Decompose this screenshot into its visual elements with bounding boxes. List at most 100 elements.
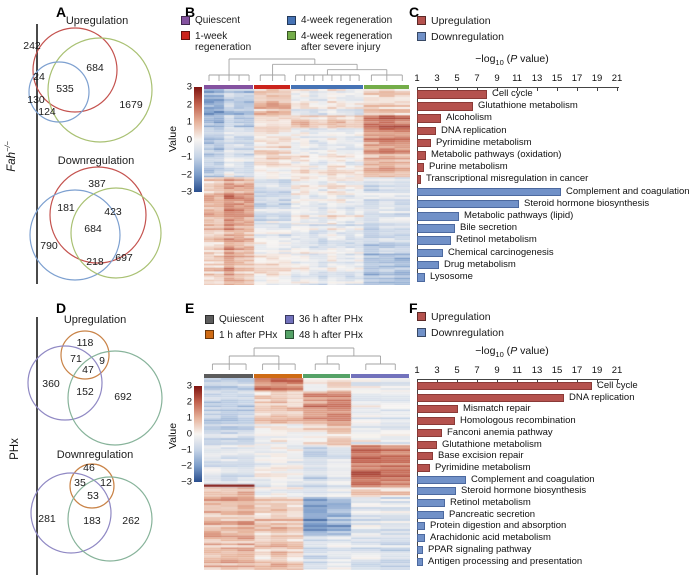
- legend-swatch: [417, 311, 426, 321]
- colorbar-tick: −2: [181, 460, 192, 472]
- venn-count: 218: [86, 256, 104, 268]
- pathway-bar-label: PPAR signaling pathway: [428, 543, 532, 555]
- pathway-bar: [417, 393, 564, 402]
- legend-label: Upregulation: [431, 311, 491, 323]
- pathway-bar-label: Cell cycle: [597, 380, 638, 391]
- axis-tick-mark: [416, 380, 418, 383]
- legend-item: 4-week regeneration: [287, 15, 397, 27]
- panel-label-d: D: [56, 300, 67, 316]
- pathway-bar-label: Glutathione metabolism: [442, 438, 542, 450]
- cluster-band-segment: [204, 373, 254, 378]
- axis-tick-label: 21: [611, 365, 623, 376]
- pathway-bar: [417, 534, 425, 543]
- axis-tick-label: 19: [591, 73, 603, 84]
- colorbar-tick: 0: [186, 428, 192, 440]
- pathway-bar: [417, 557, 423, 566]
- pathway-bar: [417, 163, 424, 172]
- venn-circle: [29, 189, 121, 281]
- legend-item: Quiescent: [181, 15, 283, 27]
- axis-title-part: −log: [475, 53, 496, 65]
- venn-count: 152: [76, 386, 94, 398]
- venn-count: 47: [82, 364, 94, 376]
- pathway-bar-label: Complement and coagulation: [566, 185, 690, 197]
- pathway-bar-label: Steroid hormone biosynthesis: [461, 485, 587, 497]
- colorbar-tick: 0: [186, 134, 192, 145]
- venn-count: 24: [33, 71, 45, 83]
- venn-count: 12: [100, 477, 112, 489]
- colorbar-tick: 1: [186, 116, 192, 128]
- legend-label: Quiescent: [195, 15, 241, 26]
- venn-circle: [47, 37, 153, 143]
- venn-circle: [60, 330, 110, 380]
- axis-line-x: [416, 379, 619, 380]
- colorbar-tick: −1: [181, 444, 192, 456]
- venn-count: 118: [77, 337, 94, 349]
- legend-item: Quiescent: [205, 314, 300, 326]
- pathway-bar-label: Mismatch repair: [463, 403, 531, 415]
- pathway-bar-label: Pyrimidine metabolism: [435, 461, 531, 473]
- axis-title-part: (: [503, 53, 511, 65]
- legend-swatch: [181, 31, 190, 40]
- axis-title: −log10 (P value): [442, 345, 582, 359]
- pathway-bar: [417, 236, 451, 245]
- legend-label: 4-week regeneration after severe injury: [301, 30, 393, 54]
- cluster-band-segment: [291, 84, 363, 89]
- venn-circle: [32, 27, 118, 113]
- venn-title: Downregulation: [57, 449, 133, 461]
- pathway-bar-label: Protein digestion and absorption: [430, 520, 567, 532]
- axis-tick-mark: [456, 88, 458, 91]
- pathway-bar: [417, 463, 430, 472]
- venn-title: Upregulation: [66, 15, 128, 27]
- axis-tick-label: 17: [571, 73, 583, 84]
- legend-label: 1 h after PHx: [219, 329, 278, 341]
- pathway-bar: [417, 199, 519, 209]
- axis-tick-label: 15: [551, 73, 563, 84]
- colorbar-tick: 3: [186, 380, 192, 392]
- colorbar-tick: −1: [181, 151, 192, 163]
- legend-item: 4-week regeneration after severe injury: [287, 31, 397, 54]
- venn-title: Upregulation: [64, 314, 126, 326]
- axis-title: −log10 (P value): [442, 53, 582, 67]
- axis-line-y: [416, 87, 418, 282]
- axis-tick-label: 17: [571, 365, 583, 376]
- pathway-bar-label: Steroid hormone biosynthesis: [524, 197, 650, 209]
- venn-count: 242: [23, 40, 41, 52]
- legend-swatch: [417, 31, 426, 41]
- venn-count: 262: [122, 515, 140, 527]
- pathway-bar-label: Metabolic pathways (oxidation): [431, 149, 562, 160]
- cluster-band-segment: [204, 84, 254, 89]
- pathway-bar: [417, 452, 433, 461]
- axis-tick-label: 3: [434, 73, 440, 84]
- venn-count: 71: [70, 353, 82, 365]
- pathway-bar-label: Base excision repair: [438, 450, 524, 462]
- pathway-bar: [417, 440, 437, 449]
- axis-tick-mark: [436, 88, 438, 91]
- pathway-bar: [417, 175, 421, 184]
- legend-item: 1-week regeneration: [181, 31, 283, 54]
- axis-title-part: −log: [475, 345, 496, 357]
- dendrogram-b: [208, 58, 403, 81]
- pathway-bar: [417, 114, 441, 123]
- pathway-bar-label: Pyrimidine metabolism: [436, 136, 532, 148]
- pathway-bar-label: Bile secretion: [460, 222, 518, 234]
- pathway-bar: [417, 248, 443, 258]
- venn-count: 684: [84, 223, 102, 235]
- axis-tick-label: 1: [414, 73, 420, 84]
- pathway-bar-label: Lysosome: [430, 271, 473, 282]
- venn-circle: [67, 350, 163, 446]
- legend-label: Downregulation: [431, 31, 504, 43]
- legend-label: Quiescent: [219, 314, 265, 325]
- venn-circle: [27, 345, 103, 421]
- legend-swatch: [205, 330, 214, 339]
- venn-circle: [30, 472, 112, 554]
- axis-tick-mark: [416, 88, 418, 91]
- venn-count: 124: [38, 106, 56, 118]
- colorbar-tick: 3: [186, 81, 192, 93]
- legend-swatch: [287, 15, 296, 25]
- venn-circle: [28, 61, 90, 123]
- pathway-bar: [417, 102, 473, 111]
- axis-title-part: 10: [495, 350, 504, 360]
- venn-circle: [49, 166, 147, 264]
